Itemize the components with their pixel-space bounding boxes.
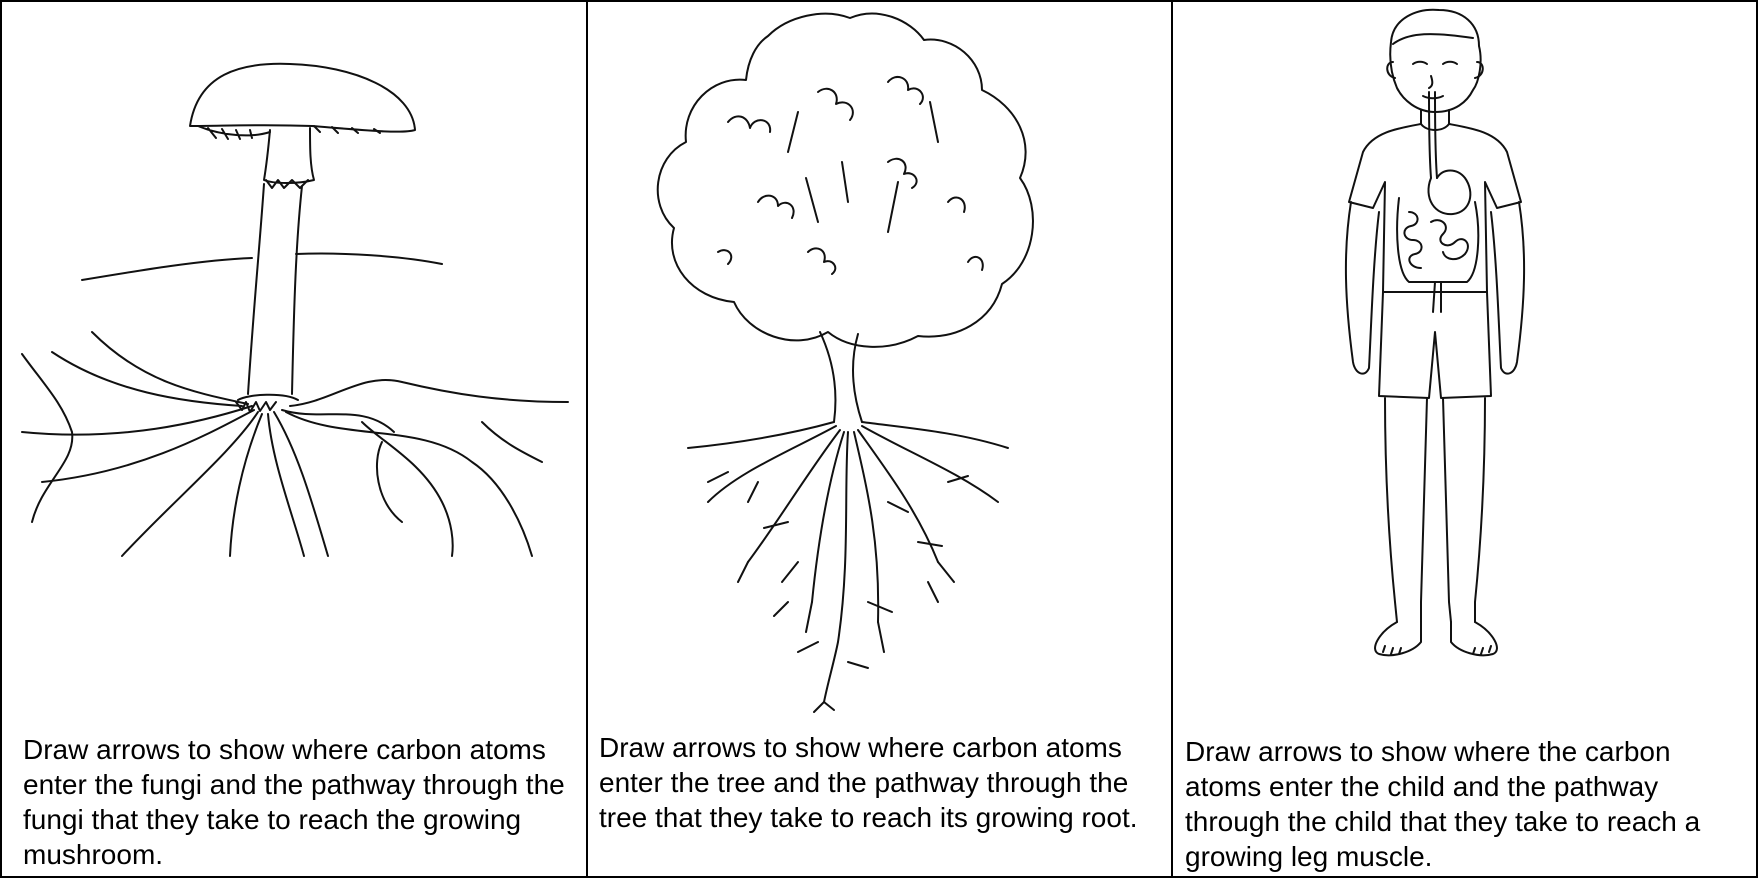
tree-caption: Draw arrows to show where carbon atoms e…	[599, 730, 1159, 835]
panel-tree: Draw arrows to show where carbon atoms e…	[588, 2, 1173, 876]
mushroom-caption: Draw arrows to show where carbon atoms e…	[23, 732, 573, 872]
child-drawing	[1173, 2, 1756, 722]
mushroom-drawing	[2, 2, 588, 722]
panel-mushroom: Draw arrows to show where carbon atoms e…	[2, 2, 588, 876]
tree-drawing	[588, 2, 1173, 722]
panel-child: Draw arrows to show where the carbon ato…	[1173, 2, 1756, 876]
child-caption: Draw arrows to show where the carbon ato…	[1185, 734, 1745, 874]
